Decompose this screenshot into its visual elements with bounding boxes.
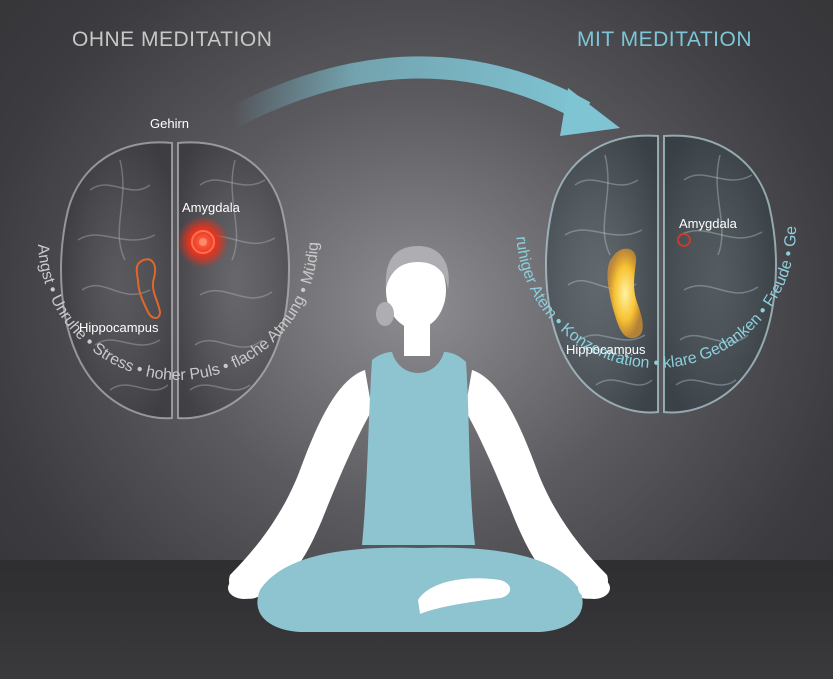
hippocampus-active-right [607, 248, 643, 339]
hippocampus-left-outline [135, 258, 162, 319]
label-hippocampus-left: Hippocampus [79, 320, 159, 335]
title-without-meditation: OHNE MEDITATION [72, 28, 273, 51]
brain-left [60, 141, 290, 420]
label-amygdala-left: Amygdala [182, 200, 240, 215]
curved-arrow-right-icon [226, 56, 620, 136]
amygdala-calm-right [677, 233, 691, 247]
label-gehirn: Gehirn [150, 116, 190, 131]
label-hippocampus-right: Hippocampus [566, 342, 646, 357]
brain-right [545, 134, 777, 414]
title-with-meditation: MIT MEDITATION [577, 28, 752, 51]
label-amygdala-right: Amygdala [679, 216, 737, 231]
meditating-person-icon [228, 246, 610, 632]
